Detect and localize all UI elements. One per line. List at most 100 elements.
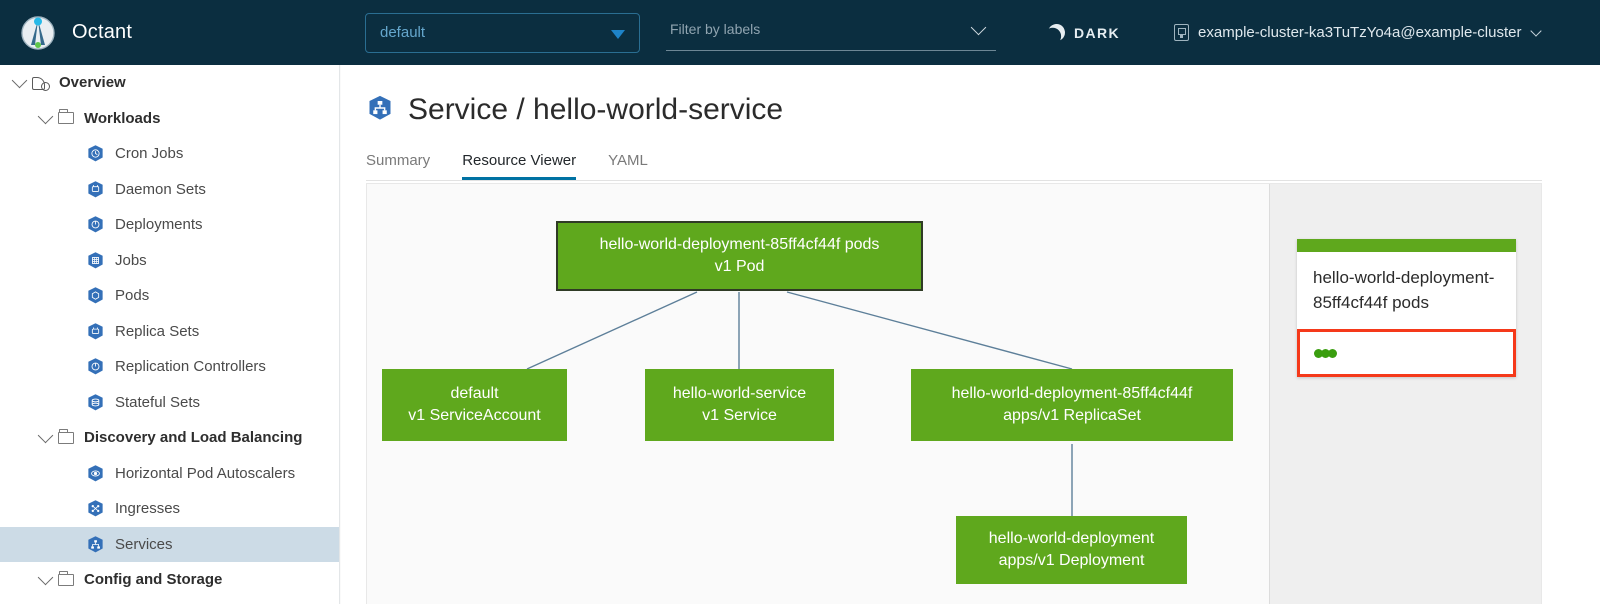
graph-node-deployment[interactable]: hello-world-deployment apps/v1 Deploymen…: [956, 516, 1187, 584]
sidebar-item-config-and-storage[interactable]: Config and Storage: [0, 562, 339, 598]
sidebar-item-label: Services: [115, 535, 173, 553]
sidebar-item-label: Discovery and Load Balancing: [84, 429, 303, 447]
graph-node-service[interactable]: hello-world-service v1 Service: [645, 369, 834, 441]
chevron-down-icon[interactable]: [32, 427, 58, 444]
folder-icon: [58, 109, 74, 125]
overview-icon: [32, 76, 50, 91]
sidebar-item-label: Horizontal Pod Autoscalers: [115, 464, 296, 482]
moon-icon: [1045, 21, 1067, 43]
graph-node-replicaset[interactable]: hello-world-deployment-85ff4cf44f apps/v…: [911, 369, 1233, 441]
chevron-down-icon[interactable]: [32, 108, 58, 125]
graph-node-kind: v1 Pod: [714, 258, 765, 275]
sidebar-item-label: Workloads: [84, 109, 161, 127]
graph-node-name: default: [450, 385, 499, 403]
k8s-service-icon: [86, 535, 105, 554]
k8s-replicationcontroller-icon: [86, 357, 105, 376]
k8s-statefulset-icon: [86, 393, 105, 412]
chevron-down-icon: [611, 29, 625, 39]
cluster-selector[interactable]: example-cluster-ka3TuTzYo4a@example-clus…: [1174, 24, 1543, 41]
chevron-down-icon: [1530, 24, 1543, 37]
detail-card-status-bar: [1297, 239, 1516, 252]
cluster-name: example-cluster-ka3TuTzYo4a@example-clus…: [1198, 24, 1522, 41]
sidebar-item-stateful-sets[interactable]: Stateful Sets: [0, 385, 339, 421]
chevron-down-icon: [970, 19, 987, 35]
graph-node-name: hello-world-deployment: [988, 530, 1155, 548]
tab-summary[interactable]: Summary: [366, 152, 431, 169]
detail-card[interactable]: hello-world-deployment-85ff4cf44f pods: [1297, 239, 1516, 378]
sidebar-item-label: Jobs: [115, 251, 147, 269]
k8s-hpa-icon: [86, 464, 105, 483]
page-title: Service / hello-world-service: [341, 65, 1600, 127]
k8s-service-icon: [366, 94, 394, 127]
octant-logo-icon: [18, 13, 58, 53]
sidebar-item-label: Overview: [59, 74, 126, 92]
sidebar-item-discovery-and-load-balancing[interactable]: Discovery and Load Balancing: [0, 420, 339, 456]
chevron-down-icon[interactable]: [32, 569, 58, 586]
k8s-job-icon: [86, 251, 105, 270]
k8s-cronjob-icon: [86, 144, 105, 163]
sidebar-item-cron-jobs[interactable]: Cron Jobs: [0, 136, 339, 172]
resource-viewer-canvas[interactable]: hello-world-deployment-85ff4cf44f pods v…: [366, 183, 1542, 604]
sidebar-item-daemon-sets[interactable]: Daemon Sets: [0, 172, 339, 208]
graph-node-name: hello-world-deployment-85ff4cf44f: [951, 385, 1193, 403]
sidebar-item-label: Config and Storage: [84, 571, 223, 589]
detail-card-title: hello-world-deployment-85ff4cf44f pods: [1313, 268, 1495, 312]
pod-status-dot[interactable]: [1328, 348, 1337, 358]
chevron-down-icon: [37, 427, 53, 444]
tab-yaml[interactable]: YAML: [608, 152, 648, 169]
graph-node-kind: v1 ServiceAccount: [408, 407, 541, 424]
k8s-ingress-icon: [86, 499, 105, 518]
sidebar-item-overview[interactable]: Overview: [0, 65, 339, 101]
chevron-down-icon: [37, 569, 53, 586]
theme-toggle-label: DARK: [1074, 24, 1121, 41]
pod-status-dot[interactable]: [1321, 348, 1330, 358]
graph-node-serviceaccount[interactable]: default v1 ServiceAccount: [382, 369, 567, 441]
sidebar-item-ingresses[interactable]: Ingresses: [0, 491, 339, 527]
sidebar-item-label: Cron Jobs: [115, 145, 184, 163]
sidebar-item-services[interactable]: Services: [0, 526, 339, 562]
graph-node-name: hello-world-deployment-85ff4cf44f pods: [599, 236, 880, 254]
graph-node-kind: apps/v1 ReplicaSet: [1003, 407, 1141, 424]
top-header: Octant default Filter by labels DARK exa…: [0, 0, 1600, 65]
sidebar-item-replication-controllers[interactable]: Replication Controllers: [0, 349, 339, 385]
namespace-value: default: [380, 24, 426, 41]
sidebar-item-label: Deployments: [115, 216, 203, 234]
main-content: Service / hello-world-service Summary Res…: [341, 65, 1600, 604]
brand-name: Octant: [72, 21, 133, 43]
chevron-down-icon[interactable]: [6, 72, 32, 89]
page-title-text: Service / hello-world-service: [408, 93, 784, 126]
sidebar-item-workloads[interactable]: Workloads: [0, 101, 339, 137]
theme-toggle[interactable]: DARK: [1048, 24, 1120, 41]
namespace-select[interactable]: default: [365, 12, 640, 53]
sidebar-item-label: Replication Controllers: [115, 358, 266, 376]
sidebar-item-pods[interactable]: Pods: [0, 278, 339, 314]
k8s-replicaset-icon: [86, 322, 105, 341]
chevron-down-icon: [11, 72, 27, 89]
tab-resource-viewer[interactable]: Resource Viewer: [462, 152, 577, 180]
k8s-pod-icon: [86, 286, 105, 305]
sidebar-item-horizontal-pod-autoscalers[interactable]: Horizontal Pod Autoscalers: [0, 456, 339, 492]
graph-node-name: hello-world-service: [672, 385, 807, 403]
sidebar-item-label: Ingresses: [115, 500, 181, 518]
sidebar-item-jobs[interactable]: Jobs: [0, 243, 339, 279]
detail-card-status-row[interactable]: [1297, 329, 1516, 378]
graph-edges: [526, 291, 1073, 516]
sidebar-item-label: Pods: [115, 287, 150, 305]
sidebar-item-replica-sets[interactable]: Replica Sets: [0, 314, 339, 350]
detail-panel: hello-world-deployment-85ff4cf44f pods: [1269, 184, 1541, 604]
brand[interactable]: Octant: [0, 13, 340, 53]
sidebar-item-deployments[interactable]: Deployments: [0, 207, 339, 243]
folder-icon: [58, 570, 74, 586]
graph-node-kind: v1 Service: [702, 407, 777, 424]
pod-status-dot[interactable]: [1314, 348, 1323, 358]
folder-icon: [58, 428, 74, 444]
sidebar-item-label: Stateful Sets: [115, 393, 201, 411]
graph-node-kind: apps/v1 Deployment: [998, 552, 1145, 569]
graph-node-pod[interactable]: hello-world-deployment-85ff4cf44f pods v…: [556, 221, 923, 291]
label-filter-input[interactable]: Filter by labels: [666, 15, 996, 51]
tab-bar[interactable]: Summary Resource Viewer YAML: [366, 147, 1542, 181]
k8s-daemonset-icon: [86, 180, 105, 199]
k8s-deployment-icon: [86, 215, 105, 234]
sidebar-item-label: Daemon Sets: [115, 180, 206, 198]
